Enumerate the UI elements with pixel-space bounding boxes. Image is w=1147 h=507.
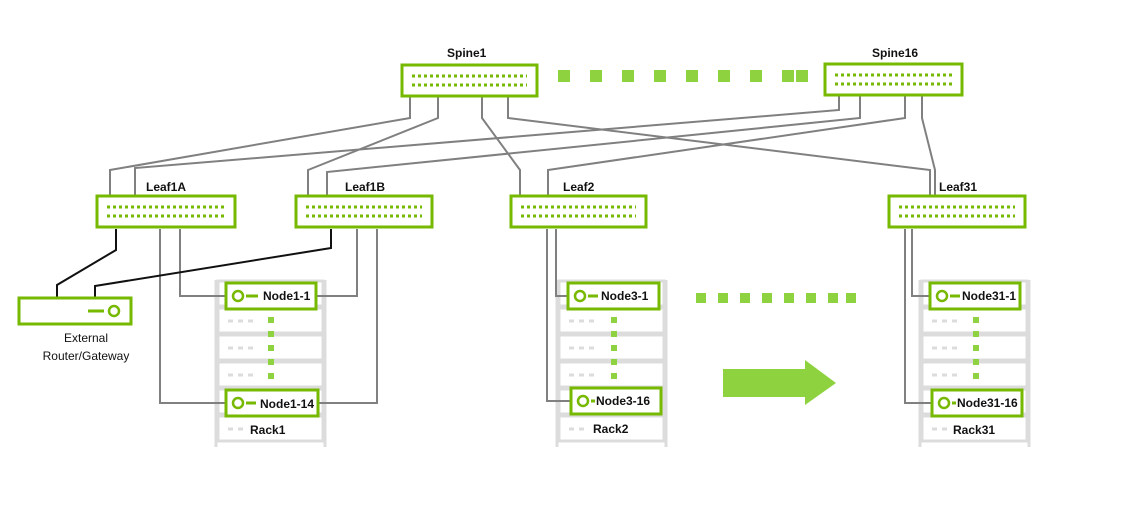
node-box-rack1-bottom: [224, 388, 320, 418]
leaf2-switch: [509, 194, 648, 229]
spine-ellipsis-marks: [558, 70, 808, 82]
external-router-label-line2: Router/Gateway: [43, 349, 130, 363]
node-label-rack31-top: Node31-1: [962, 289, 1016, 303]
node-box-rack2-bottom: [569, 386, 663, 416]
leaf1b-label: Leaf1B: [345, 180, 385, 194]
node-label-rack1-bottom: Node1-14: [260, 397, 314, 411]
spine1-switch: [400, 63, 539, 98]
node-label-rack2-bottom: Node3-16: [596, 394, 650, 408]
rack2-label: Rack2: [593, 422, 629, 436]
spine16-switch: [823, 62, 964, 97]
node-continuation-dots: [268, 317, 979, 379]
rack31-label: Rack31: [953, 423, 995, 437]
node-box-rack31-bottom: [930, 388, 1024, 418]
rack-empty-slot-marks: [228, 319, 962, 431]
leaf31-label: Leaf31: [939, 180, 977, 194]
node-label-rack1-top: Node1-1: [263, 289, 311, 303]
rack1-label: Rack1: [250, 423, 286, 437]
node-label-rack2-top: Node3-1: [601, 289, 649, 303]
continuation-arrow-icon: [723, 360, 836, 405]
external-router-links: [56, 229, 332, 298]
leaf2-label: Leaf2: [563, 180, 595, 194]
node-box-rack31-top: [928, 281, 1022, 311]
spine1-label: Spine1: [447, 46, 487, 60]
external-router: [17, 296, 133, 326]
leaf1a-switch: [95, 194, 237, 229]
network-links: [109, 96, 936, 404]
leaf1a-label: Leaf1A: [146, 180, 186, 194]
external-router-label-line1: External: [64, 331, 108, 345]
leaf1b-switch: [294, 194, 434, 229]
node-box-rack2-top: [566, 281, 661, 311]
node-box-rack1-top: [224, 281, 318, 311]
leaf31-switch: [887, 194, 1027, 229]
rack-ellipsis-marks: [696, 293, 856, 303]
spine16-label: Spine16: [872, 46, 918, 60]
node-label-rack31-bottom: Node31-16: [957, 396, 1018, 410]
